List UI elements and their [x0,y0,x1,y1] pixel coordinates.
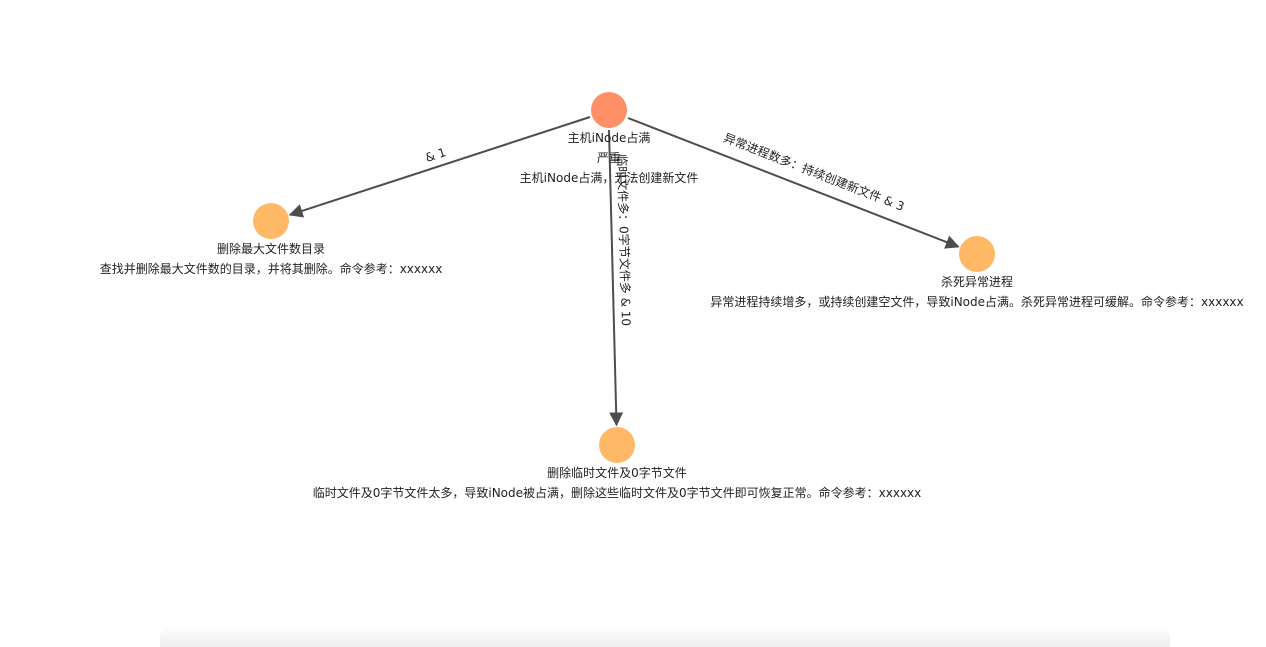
node-circle[interactable] [959,236,995,272]
kill-process-node[interactable]: 杀死异常进程异常进程持续增多，或持续创建空文件，导致iNode占满。杀死异常进程… [710,236,1244,309]
edge-largest-dir[interactable]: & 1 [288,116,591,218]
node-title: 删除最大文件数目录 [217,241,325,256]
node-description: 异常进程持续增多，或持续创建空文件，导致iNode占满。杀死异常进程可缓解。命令… [710,294,1243,309]
edge-label: & 1 [424,145,448,165]
temp-files-node[interactable]: 删除临时文件及0字节文件临时文件及0字节文件太多，导致iNode被占满，删除这些… [313,427,922,500]
node-title: 杀死异常进程 [941,274,1013,289]
node-description: 主机iNode占满，无法创建新文件 [520,170,699,185]
node-circle[interactable] [599,427,635,463]
node-description: 查找并删除最大文件数的目录，并将其删除。命令参考：xxxxxx [100,261,443,276]
node-title: 删除临时文件及0字节文件 [547,465,687,480]
edge-label: 异常进程数多：持续创建新文件 & 3 [722,130,907,214]
edge-line[interactable] [288,116,591,218]
node-title: 主机iNode占满 [568,130,651,145]
node-circle[interactable] [591,92,627,128]
edge-label: 临时文件多：0字节文件多 & 10 [615,154,634,326]
nodes-layer: 主机iNode占满严重主机iNode占满，无法创建新文件删除最大文件数目录查找并… [100,92,1244,500]
bottom-panel-shadow [160,626,1170,647]
node-description: 严重 [597,151,621,165]
node-description: 临时文件及0字节文件太多，导致iNode被占满，删除这些临时文件及0字节文件即可… [313,485,922,500]
edge-line[interactable] [627,117,960,249]
edge-temp-files[interactable]: 临时文件多：0字节文件多 & 10 [608,129,634,427]
node-circle[interactable] [253,203,289,239]
edge-line[interactable] [608,129,624,427]
